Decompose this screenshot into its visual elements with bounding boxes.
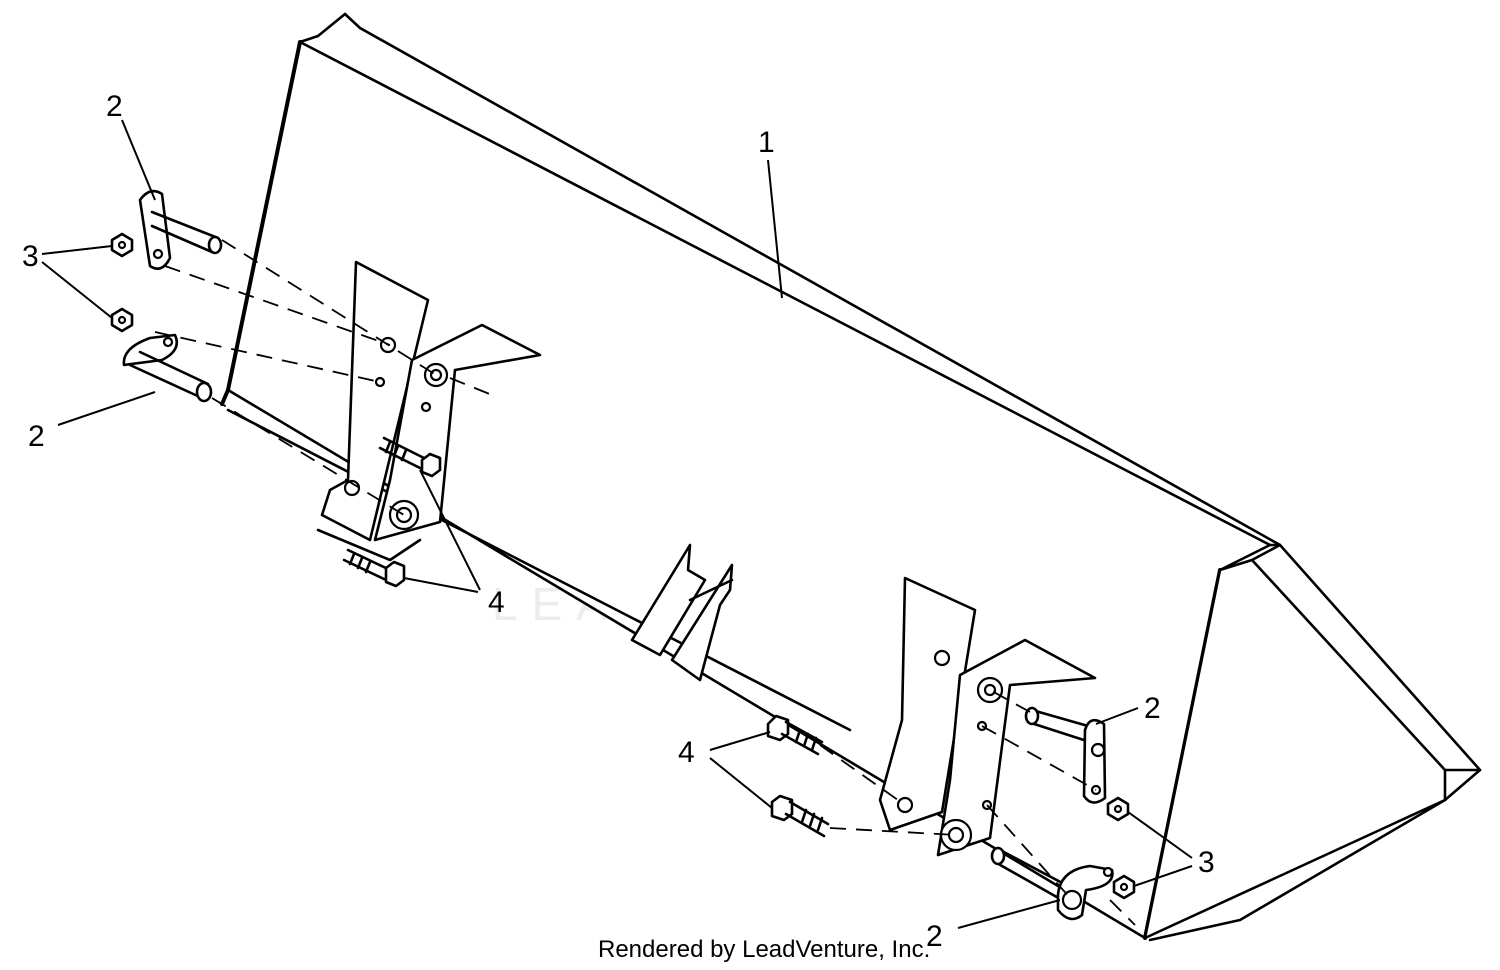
pin-lower-right [990, 846, 1114, 921]
callout-2-upper-left: 2 [106, 90, 123, 123]
alignment-lines [154, 239, 1136, 926]
bolt-lower-right [770, 794, 830, 838]
bolt-lower-left [342, 548, 406, 588]
callout-3-left: 3 [22, 240, 39, 273]
bolt-upper-right [766, 714, 824, 756]
callout-2-lower-left: 2 [28, 420, 45, 453]
nut-upper-left [110, 232, 134, 258]
callout-4-right: 4 [678, 736, 695, 769]
bolt-upper-left [378, 436, 442, 478]
nut-lower-right [1112, 874, 1136, 900]
nut-lower-left [110, 307, 134, 333]
nut-upper-right [1106, 796, 1130, 822]
right-mount-bracket [878, 576, 1097, 857]
center-gusset [630, 543, 734, 682]
callout-2-upper-right: 2 [1144, 692, 1161, 725]
footer-credit: Rendered by LeadVenture, Inc. [598, 936, 931, 963]
callout-2-lower-right: 2 [926, 920, 943, 953]
callout-1: 1 [758, 126, 775, 159]
pin-upper-right [1024, 706, 1107, 804]
pin-lower-left [122, 333, 213, 403]
leader-lines [41, 119, 1193, 929]
callout-4-left: 4 [488, 586, 505, 619]
callout-3-right: 3 [1198, 846, 1215, 879]
bucket-body [220, 12, 1482, 942]
pin-upper-left [138, 189, 223, 270]
